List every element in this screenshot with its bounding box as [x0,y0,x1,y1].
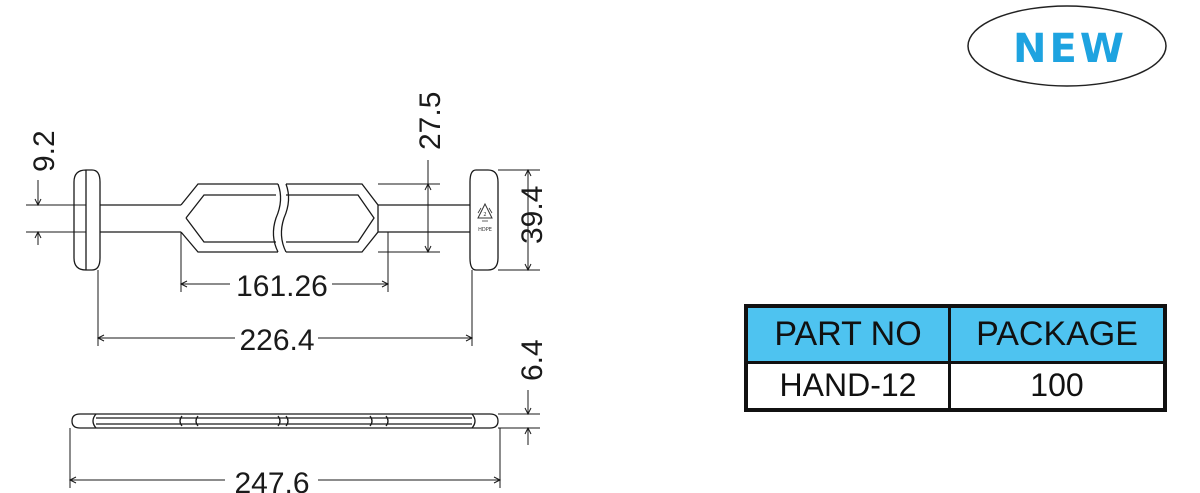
dimension-lines-side [68,390,540,488]
grip-inner [185,194,375,243]
dim-grip-length: 161.26 [236,270,328,303]
new-badge-label: NEW [1013,26,1127,72]
dim-overall-length: 247.6 [234,467,309,493]
dim-inner-length: 226.4 [239,324,314,357]
recycle-code: 2 [483,212,486,218]
recycle-material: HDPE [478,227,492,233]
dimension-lines-top [26,160,540,346]
dim-end-cap-height: 9.2 [28,130,61,172]
handle-top-view [73,169,499,271]
left-end-cap [73,169,101,271]
table-row: HAND-12 100 [744,360,1167,412]
table-cell-package: 100 [948,360,1167,412]
handle-side-view [71,413,499,429]
recycle-mark: 2 HDPE [477,202,493,233]
table-header-package: PACKAGE [948,304,1167,364]
recycle-icon [477,202,493,219]
table-cell-part-no: HAND-12 [744,360,951,412]
right-end-cap [469,169,499,271]
dim-thickness: 6.4 [516,339,549,381]
dim-grip-height: 27.5 [414,92,447,150]
table-header-part-no: PART NO [744,304,951,364]
part-info-table: PART NO PACKAGE HAND-12 100 [744,304,1167,412]
grip-outer [180,183,379,253]
dim-total-height: 39.4 [516,186,549,244]
table-header-row: PART NO PACKAGE [744,304,1167,364]
new-badge: NEW [967,5,1167,87]
